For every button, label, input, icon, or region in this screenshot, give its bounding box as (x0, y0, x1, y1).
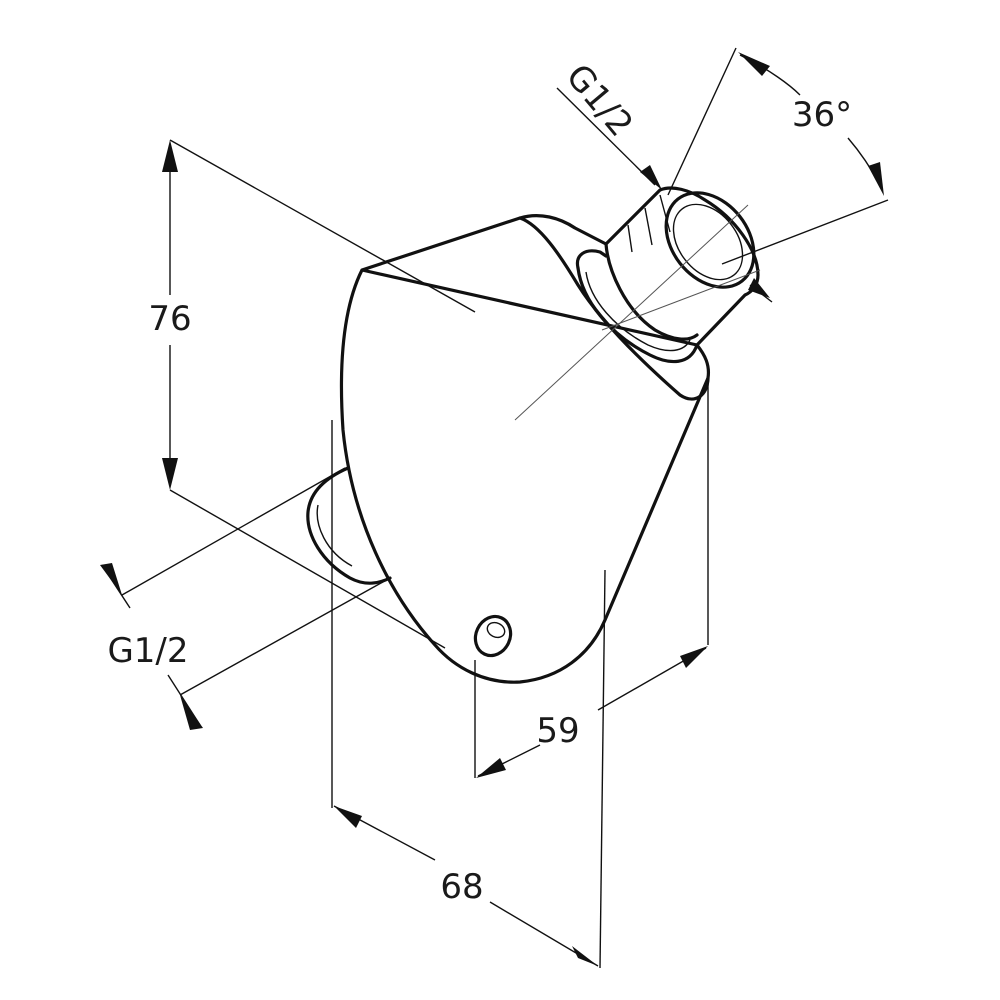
dimension-height: 76 (148, 139, 476, 649)
dimension-outlet-thread: G1/2 (556, 57, 773, 303)
width-label: 68 (440, 867, 483, 907)
dimension-inlet-thread: G1/2 (100, 467, 391, 730)
dimension-width: 68 (331, 420, 606, 969)
dimension-height-label: 76 (148, 299, 191, 339)
vent-hole (473, 614, 513, 658)
inlet-thread-label: G1/2 (107, 631, 188, 671)
dimension-swivel-angle: 36° (667, 47, 889, 265)
rear-connector (306, 466, 392, 585)
center-lines (514, 204, 761, 421)
dimension-depth: 59 (474, 378, 709, 778)
depth-label: 59 (536, 711, 579, 751)
swivel-angle-label: 36° (792, 95, 852, 135)
